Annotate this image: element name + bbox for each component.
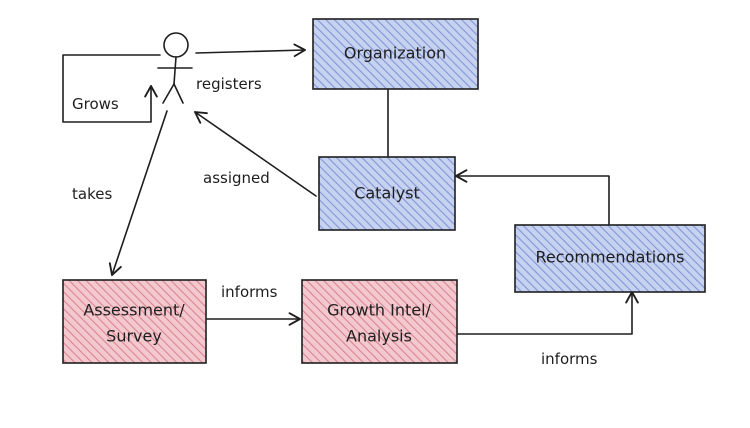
node-catalyst-label: Catalyst xyxy=(354,184,420,203)
edge-takes xyxy=(108,110,168,276)
node-organization: Organization xyxy=(312,18,479,90)
node-growth-label-line2: Analysis xyxy=(346,327,412,346)
edge-grows-loop xyxy=(62,54,161,123)
node-growth-intel-analysis: Growth Intel/ Analysis xyxy=(301,279,458,364)
node-organization-label: Organization xyxy=(344,44,446,63)
actor-stick-figure xyxy=(157,32,193,104)
node-assessment-label-line1: Assessment/ xyxy=(83,301,185,320)
edge-label-takes: takes xyxy=(72,185,112,203)
node-recommendations-label: Recommendations xyxy=(536,248,685,267)
edge-label-assigned: assigned xyxy=(203,169,270,187)
edge-assigned xyxy=(194,111,317,197)
node-assessment-survey: Assessment/ Survey xyxy=(62,279,207,364)
edge-registers xyxy=(195,43,306,58)
edge-informs-growth-recommendations xyxy=(457,291,639,335)
node-recommendations: Recommendations xyxy=(514,224,706,293)
edge-label-informs-1: informs xyxy=(221,283,278,301)
edge-label-grows: Grows xyxy=(72,95,119,113)
edge-recommendations-catalyst xyxy=(455,169,610,225)
edge-label-informs-2: informs xyxy=(541,350,598,368)
node-catalyst: Catalyst xyxy=(318,156,456,231)
node-growth-label-line1: Growth Intel/ xyxy=(327,301,431,320)
node-assessment-label-line2: Survey xyxy=(106,327,162,346)
edge-label-registers: registers xyxy=(196,75,262,93)
